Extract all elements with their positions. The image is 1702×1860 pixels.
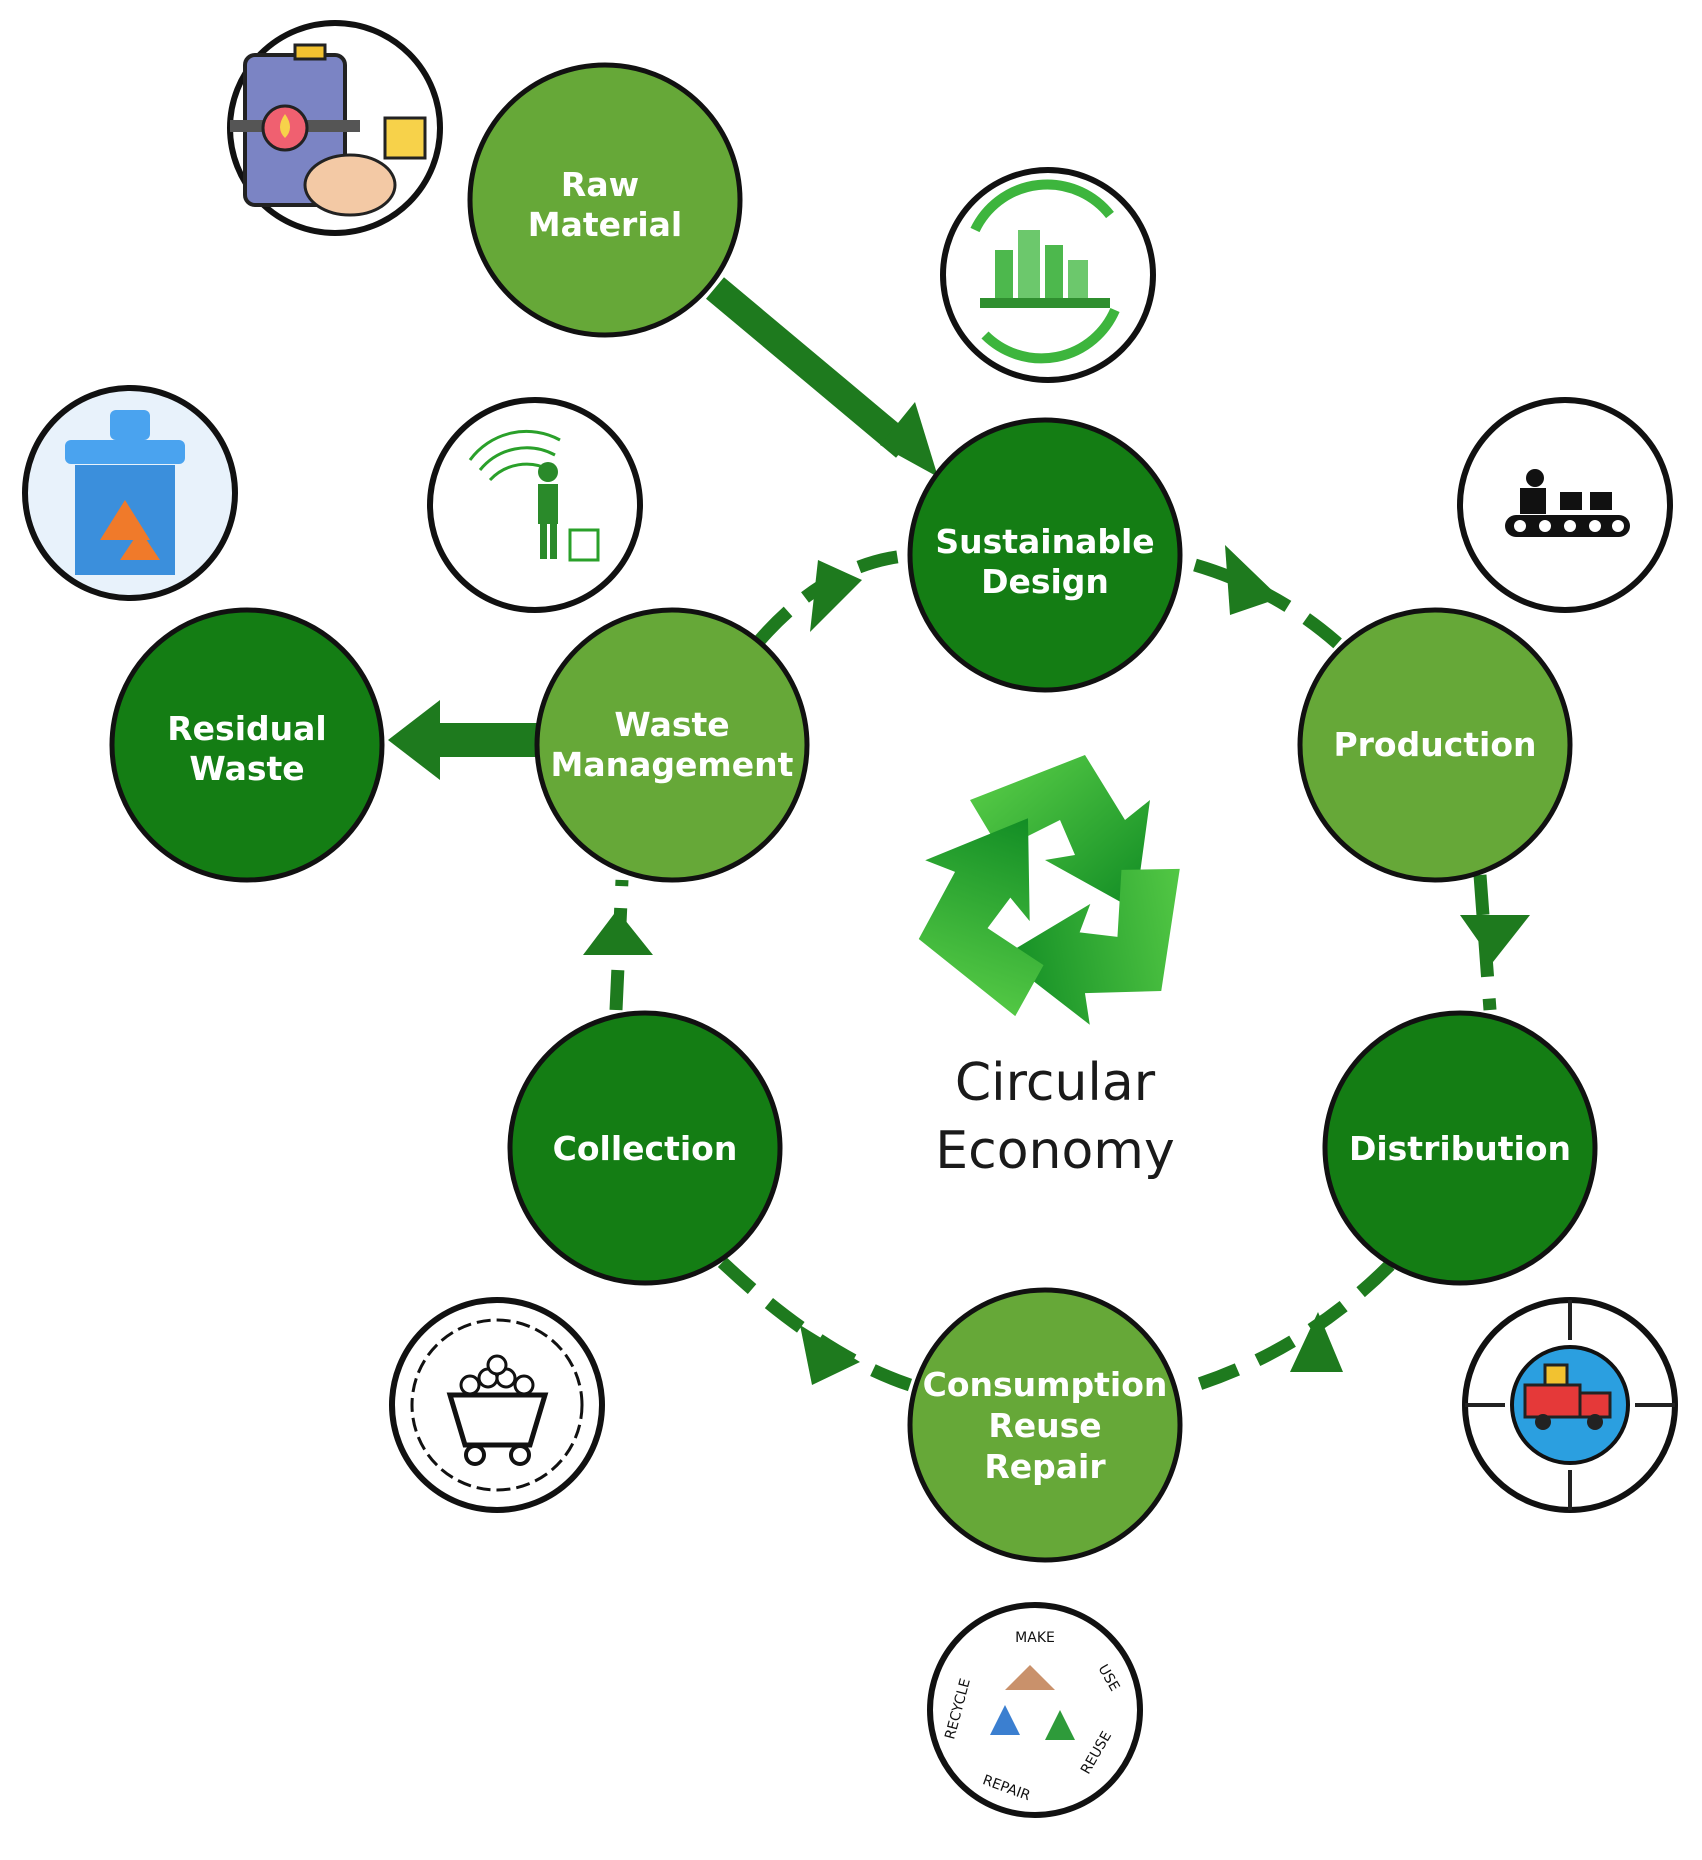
consumption-label-2: Reuse <box>988 1406 1101 1445</box>
residual-waste-label-2: Waste <box>189 749 304 788</box>
node-collection: Collection <box>507 1010 783 1286</box>
arrow-collection-to-waste <box>583 879 653 1011</box>
center-title-line-1: Circular <box>955 1053 1156 1113</box>
recycle-symbol-icon <box>918 755 1180 1025</box>
arrow-consumption-to-collection <box>715 1255 913 1392</box>
arrow-design-to-production <box>1193 545 1350 655</box>
node-production: Production <box>1297 607 1573 883</box>
waste-management-label-2: Management <box>551 745 794 784</box>
emblem-make-text: MAKE <box>1015 1630 1055 1646</box>
arrow-waste-to-design <box>755 548 916 645</box>
conveyor-belt-icon <box>1457 397 1673 613</box>
production-label: Production <box>1333 725 1536 764</box>
raw-material-icon <box>227 20 443 236</box>
raw-material-label-1: Raw <box>561 165 639 204</box>
node-consumption-reuse-repair: Consumption Reuse Repair <box>907 1287 1183 1563</box>
node-sustainable-design: Sustainable Design <box>907 417 1183 693</box>
node-waste-management: Waste Management <box>534 607 810 883</box>
raw-material-label-2: Material <box>528 205 682 244</box>
waste-disposal-icon <box>427 397 643 613</box>
arrow-raw-to-design <box>706 277 938 477</box>
node-distribution: Distribution <box>1322 1010 1598 1286</box>
mine-cart-icon <box>389 1297 605 1513</box>
collection-label: Collection <box>553 1129 738 1168</box>
sustainable-design-label-1: Sustainable <box>935 522 1154 561</box>
node-residual-waste: Residual Waste <box>109 607 385 883</box>
residual-waste-label-1: Residual <box>167 709 326 748</box>
arrow-distribution-to-consumption <box>1178 1260 1395 1397</box>
distribution-label: Distribution <box>1349 1129 1571 1168</box>
waste-management-label-1: Waste <box>614 705 729 744</box>
consumption-label-3: Repair <box>984 1447 1106 1486</box>
node-raw-material: Raw Material <box>467 62 743 338</box>
consumption-label-1: Consumption <box>923 1365 1168 1404</box>
sustainable-city-icon <box>940 167 1156 383</box>
arrow-waste-to-residual <box>388 700 540 780</box>
delivery-truck-icon <box>1462 1297 1678 1513</box>
make-use-reuse-emblem-icon: MAKE USE REUSE REPAIR RECYCLE <box>927 1602 1143 1818</box>
center-title-line-2: Economy <box>935 1121 1174 1181</box>
connectors <box>388 277 1530 1397</box>
recycle-bin-icon <box>22 385 238 601</box>
arrow-production-to-distribution <box>1460 874 1530 1011</box>
sustainable-design-label-2: Design <box>981 562 1109 601</box>
